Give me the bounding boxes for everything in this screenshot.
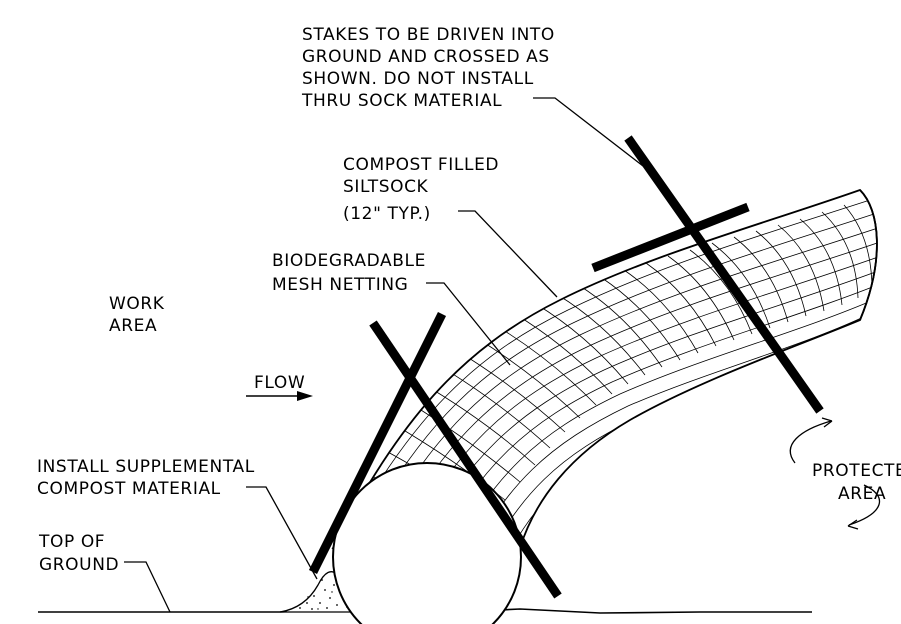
work-area-line-1: WORK [109,294,165,314]
stake-near-left [308,311,447,575]
stakes [308,135,824,599]
flow-arrow [246,391,313,401]
stakes-leader [533,97,644,167]
flow-label: FLOW [254,373,305,393]
ground-note-line-1: TOP OF [38,532,105,552]
sock-cross-section [332,462,522,624]
stake-far-left [591,202,750,273]
stakes-note-line-1: STAKES TO BE DRIVEN INTO [302,25,555,45]
protected-area-arrows [789,417,881,530]
protected-area-label: PROTECTE AREA [812,461,901,504]
siltsock-note-line-2: SILTSOCK [343,177,429,197]
ground-note-line-2: GROUND [39,555,119,575]
ground-note: TOP OF GROUND [38,532,119,575]
mesh-note-line-1: BIODEGRADABLE [272,251,426,271]
stakes-note-line-3: SHOWN. DO NOT INSTALL [302,69,534,89]
work-area-label: WORK AREA [109,294,165,336]
ground-leader [124,561,171,613]
supplemental-note-line-2: COMPOST MATERIAL [37,479,221,499]
mesh-note-line-2: MESH NETTING [272,275,408,295]
mesh-note: BIODEGRADABLE MESH NETTING [272,251,426,295]
siltsock-note-line-3: (12" TYP.) [343,204,431,224]
supplemental-note-line-1: INSTALL SUPPLEMENTAL [37,457,255,477]
stakes-note: STAKES TO BE DRIVEN INTO GROUND AND CROS… [301,25,555,111]
stake-near-right [369,320,562,599]
protected-area-line-1: PROTECTE [812,461,901,481]
siltsock-leader [458,210,558,298]
stakes-note-line-2: GROUND AND CROSSED AS [302,47,550,67]
mesh-leader [426,282,511,366]
stake-far-right [624,135,824,414]
sock-far-end [859,189,878,321]
work-area-line-2: AREA [109,316,157,336]
supplemental-note: INSTALL SUPPLEMENTAL COMPOST MATERIAL [37,457,255,499]
siltsock-note-line-1: COMPOST FILLED [343,155,499,175]
supplemental-leader [246,486,318,580]
protected-area-line-2: AREA [838,484,886,504]
siltsock-note: COMPOST FILLED SILTSOCK (12" TYP.) [343,155,499,224]
stakes-note-line-4: THRU SOCK MATERIAL [301,91,502,111]
